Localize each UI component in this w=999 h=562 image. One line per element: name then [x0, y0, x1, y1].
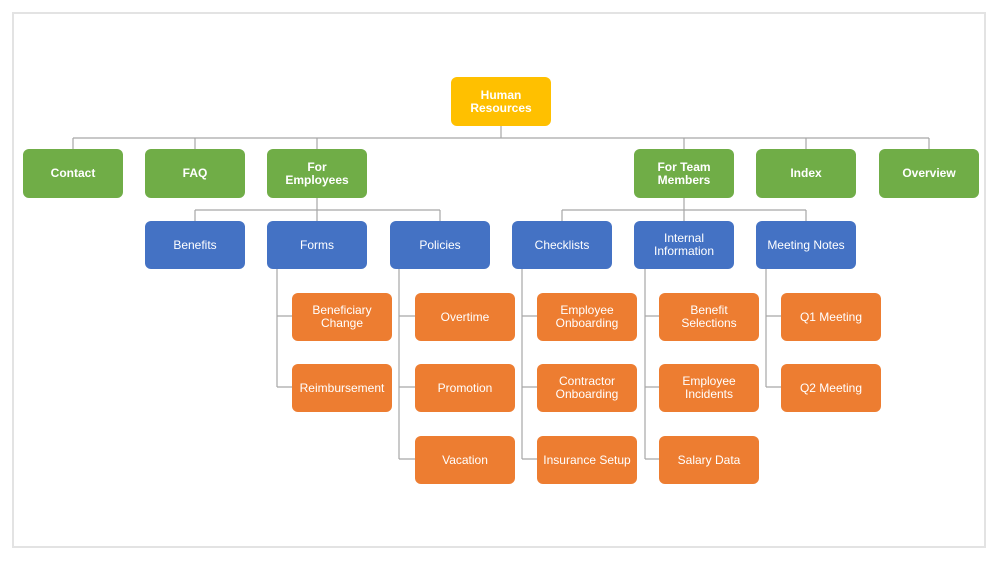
- node-human-resources: Human Resources: [451, 77, 551, 126]
- node-contractor-onboarding: Contractor Onboarding: [537, 364, 637, 412]
- node-beneficiary-change: Beneficiary Change: [292, 293, 392, 341]
- node-employee-onboarding: Employee Onboarding: [537, 293, 637, 341]
- node-benefit-selections: Benefit Selections: [659, 293, 759, 341]
- node-overtime: Overtime: [415, 293, 515, 341]
- node-meeting-notes: Meeting Notes: [756, 221, 856, 269]
- connector-internal-information: [644, 269, 659, 460]
- connector-checklists: [521, 269, 537, 460]
- node-employee-incidents: Employee Incidents: [659, 364, 759, 412]
- node-index: Index: [756, 149, 856, 198]
- node-promotion: Promotion: [415, 364, 515, 412]
- node-forms: Forms: [267, 221, 367, 269]
- connector-root-bus: [72, 126, 930, 149]
- node-internal-information: Internal Information: [634, 221, 734, 269]
- node-q2-meeting: Q2 Meeting: [781, 364, 881, 412]
- node-for-employees: For Employees: [267, 149, 367, 198]
- node-policies: Policies: [390, 221, 490, 269]
- node-checklists: Checklists: [512, 221, 612, 269]
- node-faq: FAQ: [145, 149, 245, 198]
- node-vacation: Vacation: [415, 436, 515, 484]
- node-contact: Contact: [23, 149, 123, 198]
- connector-meeting-notes: [765, 269, 781, 388]
- connector-forms: [276, 269, 292, 388]
- node-benefits: Benefits: [145, 221, 245, 269]
- connector-policies: [398, 269, 415, 460]
- diagram-frame: [12, 12, 986, 548]
- connector-for-employees: [194, 198, 441, 221]
- node-q1-meeting: Q1 Meeting: [781, 293, 881, 341]
- node-salary-data: Salary Data: [659, 436, 759, 484]
- node-for-team-members: For Team Members: [634, 149, 734, 198]
- connector-for-team-members: [561, 198, 807, 221]
- node-insurance-setup: Insurance Setup: [537, 436, 637, 484]
- node-reimbursement: Reimbursement: [292, 364, 392, 412]
- node-overview: Overview: [879, 149, 979, 198]
